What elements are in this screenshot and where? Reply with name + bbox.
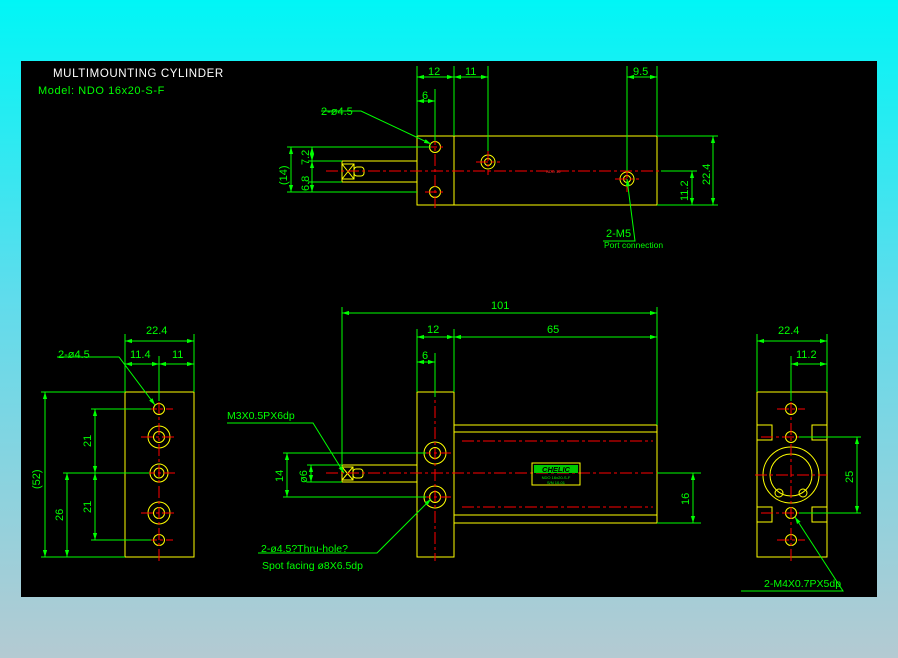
top-dim-6-8: 6.8	[300, 176, 312, 191]
front-dim-16: 16	[680, 493, 692, 505]
front-dim-6: 6	[422, 350, 428, 362]
front-dim-12: 12	[427, 324, 439, 336]
right-dim-11-2: 11.2	[796, 349, 817, 361]
brand-line-2: S/N 10-01	[547, 480, 566, 485]
front-dim-14: 14	[274, 470, 286, 482]
front-dim-phi6: ø6	[298, 470, 310, 483]
top-callout-port-note: Port connection	[604, 240, 663, 250]
left-callout-holes: 2-ø4.5	[58, 349, 90, 361]
right-callout-mount: 2-M4X0.7PX5dp	[764, 578, 841, 590]
left-dim-52: (52)	[31, 469, 43, 489]
left-dim-22-4: 22.4	[146, 325, 167, 337]
drawing-frame: MULTIMOUNTING CYLINDER Model: NDO 16x20-…	[21, 61, 877, 597]
drawing-title: MULTIMOUNTING CYLINDER	[53, 68, 224, 80]
top-body-mark: NDO 16	[546, 169, 561, 174]
top-view: NDO 16	[278, 66, 718, 250]
front-callout-rod-thread: M3X0.5PX6dp	[227, 410, 295, 422]
model-label: Model: NDO 16x20-S-F	[38, 85, 165, 97]
top-dim-11: 11	[465, 66, 476, 78]
left-view: 22.4 11.4 11 2-ø4.5 (52) 26 21 21	[31, 325, 195, 561]
right-view: 22.4 11.2 25 2-M4X0.7PX5dp	[741, 325, 861, 592]
front-callout-spot-facing: Spot facing ø8X6.5dp	[262, 560, 363, 572]
brand-label: CHELIC NDO 16x20-S-F S/N 10-01	[531, 462, 581, 486]
front-callout-thru-hole: 2-ø4.5?Thru-hole?	[261, 543, 348, 555]
brand-line-1: NDO 16x20-S-F	[542, 475, 571, 480]
right-dim-25: 25	[844, 471, 856, 483]
right-rod-screw-left	[774, 488, 784, 498]
left-dim-11: 11	[172, 349, 183, 361]
top-callout-holes: 2-ø4.5	[321, 106, 353, 118]
left-dim-21-upper: 21	[82, 435, 94, 447]
top-dim-9-5: 9.5	[633, 66, 648, 78]
left-dim-26: 26	[54, 509, 66, 521]
top-dim-12: 12	[428, 66, 440, 78]
front-dim-65: 65	[547, 324, 559, 336]
top-dim-11-2: 11.2	[679, 180, 691, 201]
top-dim-22-4: 22.4	[701, 164, 713, 185]
front-dim-101: 101	[491, 300, 509, 312]
right-rod-screw-right	[798, 488, 808, 498]
top-callout-port: 2-M5	[606, 228, 631, 240]
front-view: CHELIC NDO 16x20-S-F S/N 10-01	[227, 300, 701, 572]
top-dim-14: (14)	[278, 165, 290, 185]
front-body	[453, 424, 658, 524]
left-dim-11-4: 11.4	[130, 349, 151, 361]
top-dim-6: 6	[422, 90, 428, 102]
brand-logo: CHELIC	[542, 465, 571, 474]
right-dim-22-4: 22.4	[778, 325, 799, 337]
left-dim-21-lower: 21	[82, 501, 94, 513]
top-dim-7-2: 7.2	[300, 150, 312, 165]
cad-drawing: MULTIMOUNTING CYLINDER Model: NDO 16x20-…	[31, 66, 861, 592]
